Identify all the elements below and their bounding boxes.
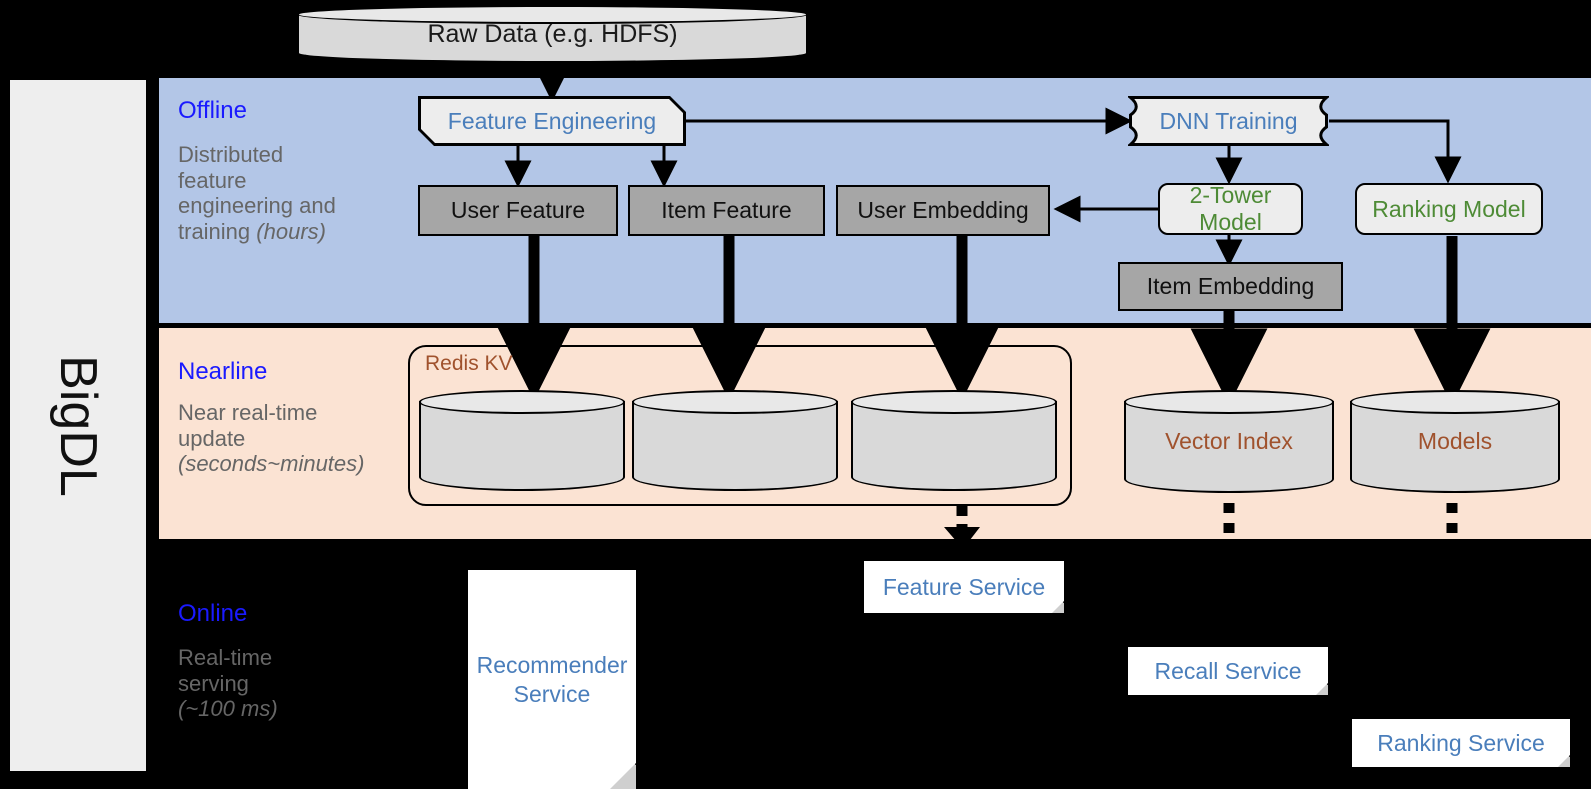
recall-service-label: Recall Service xyxy=(1154,657,1302,684)
feature-service-label: Feature Service xyxy=(882,573,1046,600)
nearline-subtitle-italic: (seconds~minutes) xyxy=(178,451,365,477)
offline-title: Offline xyxy=(178,97,247,124)
cylinder-top xyxy=(1350,390,1560,414)
redis-kv-container[interactable] xyxy=(408,345,1072,506)
feature-engineering-label: Feature Engineering xyxy=(447,107,657,134)
offline-subtitle-l3: engineering and xyxy=(178,193,336,219)
recommender-service-line2: Service xyxy=(513,680,591,707)
models-cylinder[interactable]: Models xyxy=(1350,390,1560,493)
document-fold-icon xyxy=(610,763,636,789)
redis-kv-label: Redis KV xyxy=(425,352,513,375)
vector-index-cylinder[interactable]: Vector Index xyxy=(1124,390,1334,493)
dnn-training-label: DNN Training xyxy=(1159,107,1298,134)
ranking-service-node[interactable]: Ranking Service xyxy=(1352,719,1570,767)
dnn-training-inner: DNN Training xyxy=(1128,95,1329,147)
item-embedding-node[interactable]: Item Embedding xyxy=(1118,262,1343,311)
feature-service-node[interactable]: Feature Service xyxy=(864,561,1064,613)
cylinder-body xyxy=(1350,401,1560,493)
nearline-subtitle-l1: Near real-time xyxy=(178,400,318,425)
raw-data-label: Raw Data (e.g. HDFS) xyxy=(427,19,678,48)
nearline-subtitle: Near real-time update (seconds~minutes) xyxy=(178,400,418,477)
cylinder-body xyxy=(1124,401,1334,493)
item-feature-node[interactable]: Item Feature xyxy=(628,185,825,236)
user-embedding-label: User Embedding xyxy=(857,197,1029,223)
cylinder-top xyxy=(632,390,838,414)
ranking-model-node[interactable]: Ranking Model xyxy=(1355,183,1543,235)
item-feature-label: Item Feature xyxy=(661,197,792,223)
online-subtitle-l2: serving xyxy=(178,670,249,696)
online-subtitle: Real-time serving (~100 ms) xyxy=(178,645,398,722)
dnn-training-node[interactable]: DNN Training xyxy=(1128,95,1329,147)
recommender-service-text: Recommender Service xyxy=(477,651,628,709)
offline-subtitle-l1: Distributed xyxy=(178,142,284,167)
cylinder-top xyxy=(297,5,808,24)
feature-engineering-node[interactable]: Feature Engineering xyxy=(418,96,686,146)
recall-service-node[interactable]: Recall Service xyxy=(1128,647,1328,695)
recommender-service-line1: Recommender xyxy=(476,651,628,678)
redis-store-item-feature[interactable] xyxy=(632,390,838,491)
cylinder-body xyxy=(851,401,1057,491)
ranking-service-label: Ranking Service xyxy=(1377,729,1545,756)
raw-data-cylinder[interactable]: Raw Data (e.g. HDFS) xyxy=(297,5,808,63)
nearline-subtitle-l2: update xyxy=(178,425,246,451)
offline-subtitle: Distributed feature engineering and trai… xyxy=(178,142,368,244)
recommender-service-node[interactable]: Recommender Service xyxy=(468,570,636,789)
cylinder-body xyxy=(632,401,838,491)
ranking-model-label: Ranking Model xyxy=(1372,195,1526,222)
cylinder-top xyxy=(851,390,1057,414)
bigdl-rail: BigDL xyxy=(8,78,148,773)
item-embedding-label: Item Embedding xyxy=(1146,273,1315,299)
two-tower-model-label: 2-Tower Model xyxy=(1189,182,1272,235)
document-fold-icon xyxy=(1558,755,1570,767)
online-subtitle-l1: Real-time xyxy=(178,645,273,670)
redis-store-user-feature[interactable] xyxy=(419,390,625,491)
document-fold-icon xyxy=(1052,601,1064,613)
cylinder-body xyxy=(419,401,625,491)
offline-subtitle-l4: training xyxy=(178,218,257,244)
user-embedding-node[interactable]: User Embedding xyxy=(836,185,1050,236)
feature-engineering-inner: Feature Engineering xyxy=(421,99,683,143)
document-fold-icon xyxy=(1316,683,1328,695)
models-label: Models xyxy=(1417,428,1493,454)
cylinder-top xyxy=(1124,390,1334,414)
online-title: Online xyxy=(178,600,248,627)
nearline-title: Nearline xyxy=(178,358,268,385)
vector-index-label: Vector Index xyxy=(1165,428,1293,454)
online-subtitle-italic: (~100 ms) xyxy=(178,696,278,722)
cylinder-top xyxy=(419,390,625,414)
bigdl-rail-label: BigDL xyxy=(49,354,108,497)
redis-store-user-embedding[interactable] xyxy=(851,390,1057,491)
two-tower-model-node[interactable]: 2-Tower Model xyxy=(1158,182,1303,235)
user-feature-label: User Feature xyxy=(450,197,586,223)
offline-subtitle-l2: feature xyxy=(178,167,247,193)
user-feature-node[interactable]: User Feature xyxy=(418,185,618,236)
offline-subtitle-italic: (hours) xyxy=(256,218,326,244)
